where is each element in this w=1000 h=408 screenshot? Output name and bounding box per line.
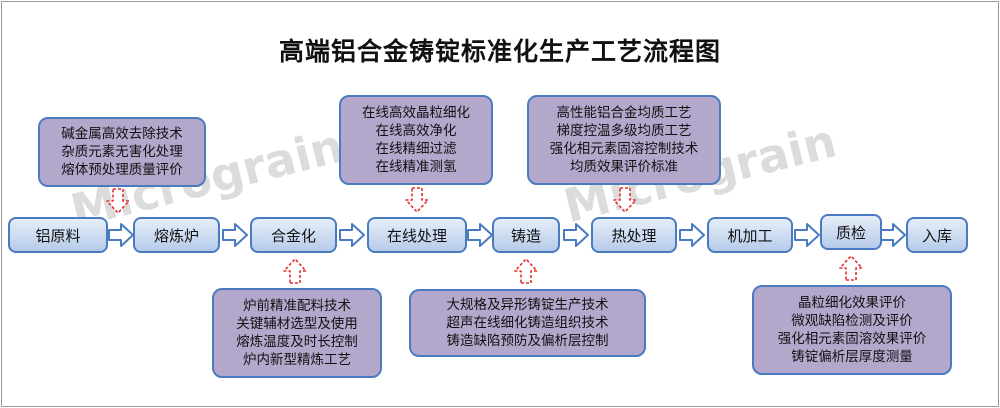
down-arrow-icon — [405, 187, 429, 213]
step-quality-inspection: 质检 — [820, 214, 882, 250]
up-arrow-icon — [514, 258, 538, 284]
note-inline-treatment: 在线高效晶粒细化 在线高效净化 在线精细过滤 在线精准测氢 — [339, 95, 493, 185]
step-heat-treatment: 热处理 — [591, 217, 677, 253]
up-arrow-icon — [839, 255, 863, 281]
note-quality-inspection: 晶粒细化效果评价 微观缺陷检测及评价 强化相元素固溶效果评价 铸锭偏析层厚度测量 — [752, 285, 952, 375]
flow-arrow-icon — [108, 223, 134, 247]
flow-arrow-icon — [794, 223, 820, 247]
step-inline-treatment: 在线处理 — [367, 217, 467, 253]
down-arrow-icon — [106, 188, 130, 214]
note-melting-furnace: 碱金属高效去除技术 杂质元素无害化处理 熔体预处理质量评价 — [38, 117, 206, 187]
note-alloying: 炉前精准配料技术 关键辅材选型及使用 熔炼温度及时长控制 炉内新型精炼工艺 — [212, 288, 382, 378]
step-machining: 机加工 — [707, 217, 793, 253]
note-heat-treatment: 高性能铝合金均质工艺 梯度控温多级均质工艺 强化相元素固溶控制技术 均质效果评价… — [527, 95, 721, 185]
step-alloying: 合金化 — [250, 217, 337, 253]
step-casting: 铸造 — [492, 217, 560, 253]
flow-arrow-icon — [563, 223, 589, 247]
diagram-title: 高端铝合金铸锭标准化生产工艺流程图 — [278, 37, 721, 66]
flow-arrow-icon — [339, 223, 365, 247]
flow-arrow-icon — [679, 223, 705, 247]
up-arrow-icon — [283, 258, 307, 284]
flow-arrow-icon — [222, 223, 248, 247]
note-casting: 大规格及异形铸锭生产技术 超声在线细化铸造组织技术 铸造缺陷预防及偏析层控制 — [409, 289, 646, 357]
flow-arrow-icon — [880, 223, 906, 247]
flow-arrow-icon — [467, 223, 493, 247]
step-melting-furnace: 熔炼炉 — [133, 217, 220, 253]
step-aluminum-raw-material: 铝原料 — [8, 217, 108, 253]
down-arrow-icon — [613, 187, 637, 213]
step-warehousing: 入库 — [906, 217, 968, 253]
